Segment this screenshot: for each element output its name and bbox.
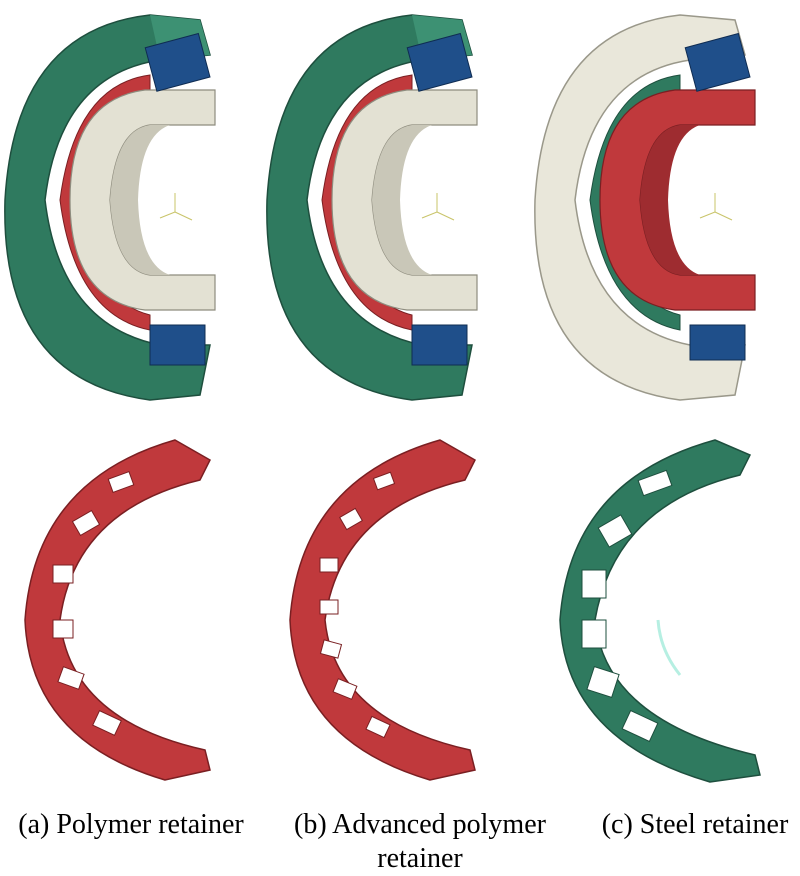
caption-b-line1: (b) Advanced polymer [294,809,546,840]
bearing-assembly-c [530,0,800,410]
retainer-a [15,420,235,790]
retainer-c [540,420,780,790]
caption-c: (c) Steel retainer [590,808,800,842]
bearing-assembly-a [0,0,250,410]
caption-b: (b) Advanced polymer retainer [270,808,570,876]
retainer-b [280,420,500,790]
caption-c-line1: (c) Steel retainer [601,809,789,840]
caption-b-line2: retainer [377,843,463,874]
caption-a-line1: (a) Polymer retainer [18,809,244,840]
bearing-assembly-b [262,0,512,410]
caption-a: (a) Polymer retainer [0,808,262,842]
